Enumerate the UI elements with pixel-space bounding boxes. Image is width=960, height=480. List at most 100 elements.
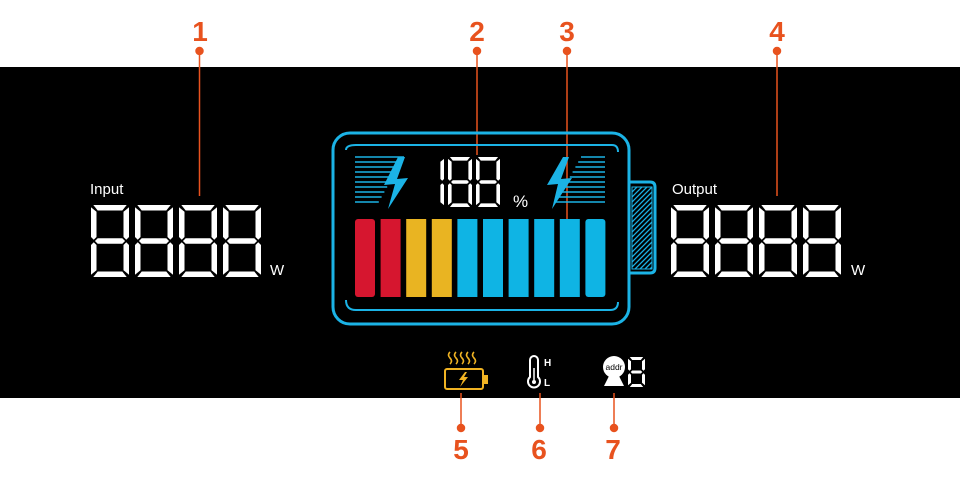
segment-f [91, 207, 97, 240]
segment-f [671, 207, 677, 240]
input-power-digits [91, 205, 261, 277]
address-digit [628, 357, 645, 387]
output-label: Output [672, 181, 718, 198]
segment-e [91, 242, 97, 275]
speed-lines-left [355, 156, 404, 203]
hatch-line [649, 266, 652, 269]
segment-d [761, 271, 795, 277]
segment-g [451, 180, 469, 184]
lightning-bolt-right-icon [547, 157, 572, 209]
input-digit [91, 205, 129, 277]
hatch-line [632, 236, 652, 258]
segment-b [211, 207, 217, 240]
output-digit [803, 205, 841, 277]
segment-g [479, 180, 497, 184]
segment-a [181, 205, 215, 211]
segment-e [223, 242, 229, 275]
callout-6: 6 [531, 434, 547, 465]
segment-a [629, 357, 644, 360]
callout-4: 4 [769, 16, 785, 47]
hatch-line [632, 201, 652, 223]
level-bar-blue [585, 219, 606, 297]
segment-c [167, 242, 173, 275]
segment-c [642, 373, 645, 386]
level-bar-blue [534, 219, 555, 297]
segment-g [806, 238, 838, 244]
segment-b [468, 158, 472, 181]
input-digit [135, 205, 173, 277]
segment-e [759, 242, 765, 275]
segment-d [225, 271, 259, 277]
segment-c [440, 183, 444, 206]
segment-c [835, 242, 841, 275]
level-bar-blue [483, 219, 503, 297]
hatch-line [632, 221, 652, 243]
segment-g [182, 238, 214, 244]
temperature-icon [527, 355, 541, 389]
hatch-line [632, 187, 643, 198]
hatch-line [632, 187, 652, 208]
segment-d [717, 271, 751, 277]
input-digit [223, 205, 261, 277]
segment-a [477, 157, 499, 161]
segment-e [476, 183, 480, 206]
segment-c [703, 242, 709, 275]
segment-d [93, 271, 127, 277]
output-digit [671, 205, 709, 277]
hatch-line [632, 226, 652, 248]
segment-f [715, 207, 721, 240]
segment-f [135, 207, 141, 240]
segment-g [94, 238, 126, 244]
output-digit [715, 205, 753, 277]
segment-e [671, 242, 677, 275]
hatch-line [632, 231, 652, 253]
segment-f [476, 158, 480, 181]
segment-b [835, 207, 841, 240]
percent-digit [440, 158, 444, 206]
hatch-line [632, 162, 652, 182]
input-label: Input [90, 181, 124, 198]
level-bar-red [355, 219, 375, 297]
segment-a [761, 205, 795, 211]
level-bar-blue [457, 219, 478, 297]
segment-g [630, 370, 643, 374]
segment-e [803, 242, 809, 275]
hatch-line [632, 187, 648, 203]
level-bar-red [380, 219, 401, 297]
address-digit [628, 357, 645, 387]
level-bar-yellow [431, 219, 452, 297]
segment-b [747, 207, 753, 240]
segment-g [674, 238, 706, 244]
segment-d [629, 384, 644, 387]
level-bar-yellow [406, 219, 427, 297]
segment-b [440, 158, 444, 181]
lightning-bolt-left-icon [384, 157, 408, 209]
segment-a [449, 157, 471, 161]
segment-b [642, 358, 645, 371]
hatch-line [632, 241, 652, 263]
segment-g [138, 238, 170, 244]
speed-lines-right [555, 156, 605, 203]
level-bar-blue [508, 219, 529, 297]
level-bar-blue [559, 219, 580, 297]
segment-a [93, 205, 127, 211]
segment-b [123, 207, 129, 240]
segment-b [255, 207, 261, 240]
callout-1: 1 [192, 16, 208, 47]
segment-a [137, 205, 171, 211]
segment-b [791, 207, 797, 240]
segment-f [759, 207, 765, 240]
segment-a [717, 205, 751, 211]
segment-g [226, 238, 258, 244]
hatch-line [639, 256, 652, 269]
hatch-line [632, 187, 638, 193]
segment-b [703, 207, 709, 240]
segment-f [628, 358, 631, 371]
battery-level-bars [355, 219, 606, 297]
segment-e [135, 242, 141, 275]
hatch-line [632, 272, 652, 292]
segment-d [449, 203, 471, 207]
output-unit: W [851, 262, 866, 279]
battery-percentage-digits [440, 157, 500, 207]
